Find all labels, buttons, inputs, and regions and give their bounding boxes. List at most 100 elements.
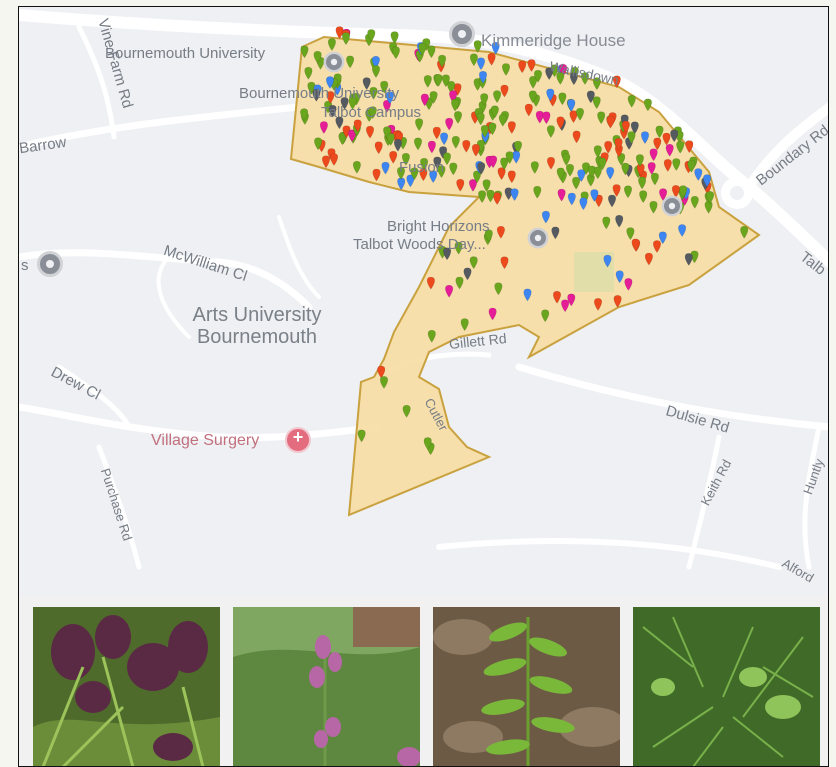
observation-marker[interactable] <box>556 167 565 181</box>
observation-marker[interactable] <box>314 137 323 151</box>
observation-marker[interactable] <box>643 98 652 112</box>
observation-marker[interactable] <box>621 120 630 134</box>
observation-marker[interactable] <box>569 72 578 86</box>
observation-marker[interactable] <box>518 60 527 74</box>
observation-marker[interactable] <box>413 137 423 151</box>
observation-marker[interactable] <box>606 166 615 180</box>
observation-marker[interactable] <box>321 155 331 169</box>
observation-marker[interactable] <box>473 40 482 54</box>
observation-pins[interactable] <box>300 26 749 456</box>
observation-marker[interactable] <box>670 129 679 143</box>
observation-marker[interactable] <box>626 227 635 241</box>
observation-marker[interactable] <box>374 141 383 155</box>
observation-marker[interactable] <box>524 103 533 117</box>
observation-marker[interactable] <box>429 170 438 184</box>
observation-marker[interactable] <box>460 318 469 332</box>
observation-marker[interactable] <box>437 165 446 179</box>
observation-marker[interactable] <box>647 162 656 175</box>
observation-marker[interactable] <box>393 139 402 152</box>
observation-marker[interactable] <box>418 42 427 56</box>
observation-marker[interactable] <box>445 284 454 298</box>
observation-marker[interactable] <box>580 72 590 86</box>
observation-marker[interactable] <box>546 88 555 102</box>
observation-marker[interactable] <box>449 162 458 176</box>
observation-marker[interactable] <box>575 107 585 121</box>
observation-marker[interactable] <box>456 178 465 192</box>
observation-marker[interactable] <box>579 197 588 211</box>
observation-marker[interactable] <box>533 70 543 83</box>
observation-marker[interactable] <box>523 288 532 302</box>
observation-marker[interactable] <box>561 299 570 313</box>
observation-marker[interactable] <box>480 93 489 107</box>
observation-marker[interactable] <box>577 169 586 183</box>
observation-marker[interactable] <box>432 126 441 140</box>
observation-marker[interactable] <box>546 156 556 170</box>
observation-marker[interactable] <box>527 59 536 73</box>
observation-marker[interactable] <box>631 238 640 252</box>
observation-marker[interactable] <box>443 247 452 261</box>
observation-marker[interactable] <box>426 276 435 290</box>
observation-marker[interactable] <box>340 97 349 110</box>
observation-marker[interactable] <box>469 53 478 67</box>
observation-marker[interactable] <box>687 159 696 173</box>
observation-marker[interactable] <box>497 167 506 181</box>
observation-marker[interactable] <box>542 111 551 125</box>
observation-marker[interactable] <box>621 162 630 176</box>
observation-marker[interactable] <box>329 153 339 167</box>
observation-marker[interactable] <box>627 131 636 145</box>
observation-marker[interactable] <box>593 166 602 180</box>
thumb-purple-bracts[interactable] <box>33 607 220 766</box>
observation-marker[interactable] <box>313 50 322 64</box>
observation-marker[interactable] <box>338 132 347 146</box>
observation-marker[interactable] <box>676 140 685 154</box>
observation-marker[interactable] <box>496 226 505 239</box>
observation-marker[interactable] <box>380 80 389 94</box>
observation-marker[interactable] <box>604 140 613 154</box>
observation-marker[interactable] <box>365 125 375 139</box>
observation-marker[interactable] <box>607 194 617 208</box>
observation-marker[interactable] <box>552 290 562 304</box>
observation-marker[interactable] <box>593 145 602 159</box>
observation-marker[interactable] <box>420 158 429 171</box>
observation-marker[interactable] <box>706 191 715 204</box>
observation-marker[interactable] <box>663 159 672 172</box>
observation-marker[interactable] <box>638 176 647 190</box>
observation-marker[interactable] <box>510 188 519 202</box>
observation-marker[interactable] <box>612 184 621 198</box>
observation-marker[interactable] <box>565 164 575 177</box>
observation-marker[interactable] <box>535 110 544 124</box>
observation-marker[interactable] <box>377 365 386 379</box>
observation-marker[interactable] <box>613 295 622 308</box>
observation-marker[interactable] <box>662 132 671 146</box>
observation-marker[interactable] <box>326 91 335 104</box>
observation-marker[interactable] <box>703 174 712 188</box>
observation-marker[interactable] <box>558 92 567 106</box>
observation-marker[interactable] <box>572 130 581 144</box>
observation-marker[interactable] <box>569 110 578 124</box>
observation-marker[interactable] <box>480 125 489 138</box>
observation-marker[interactable] <box>489 155 498 169</box>
medical-icon[interactable] <box>285 427 311 453</box>
observation-marker[interactable] <box>639 190 648 204</box>
observation-marker[interactable] <box>427 140 436 154</box>
observation-marker[interactable] <box>615 270 624 284</box>
observation-marker[interactable] <box>653 137 662 151</box>
map-canvas[interactable] <box>19 7 829 595</box>
observation-marker[interactable] <box>451 98 460 112</box>
observation-marker[interactable] <box>684 253 693 266</box>
observation-marker[interactable] <box>500 157 509 171</box>
observation-marker[interactable] <box>690 196 699 209</box>
observation-marker[interactable] <box>406 174 415 188</box>
observation-marker[interactable] <box>507 121 516 135</box>
observation-marker[interactable] <box>649 200 658 214</box>
place-icon[interactable] <box>37 251 63 277</box>
observation-marker[interactable] <box>451 136 460 149</box>
observation-marker[interactable] <box>390 31 399 45</box>
observation-marker[interactable] <box>420 93 429 107</box>
observation-marker[interactable] <box>494 282 503 296</box>
observation-marker[interactable] <box>640 131 650 145</box>
observation-marker[interactable] <box>624 278 633 291</box>
observation-marker[interactable] <box>567 192 576 206</box>
observation-marker[interactable] <box>381 161 390 175</box>
building-icon[interactable] <box>449 21 475 47</box>
